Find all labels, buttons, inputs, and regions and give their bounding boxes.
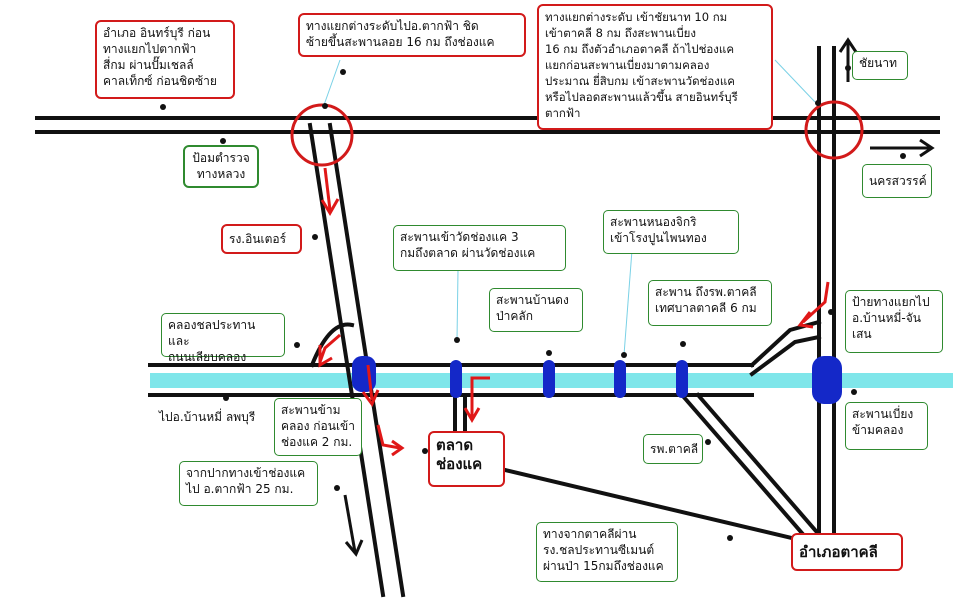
branch-road-b	[749, 334, 822, 377]
dot-chainat	[845, 65, 851, 71]
bridge-hosp	[676, 360, 688, 398]
label-nakhonsawan: นครสวรรค์	[862, 164, 932, 198]
label-chainat: ชัยนาท	[852, 51, 908, 80]
route-arrow-down-head	[320, 198, 340, 216]
dot-jct-takfa-2	[322, 103, 328, 109]
dot-nakhonsawan	[900, 153, 906, 159]
bridge-bandong	[543, 360, 555, 398]
label-sign-bannhi: ป้ายทางแยกไป อ.บ้านหมี่-จันเสน	[845, 290, 943, 353]
route-turn-left	[318, 333, 341, 363]
junction-circle-chainat	[804, 100, 864, 160]
dot-from-takhli	[727, 535, 733, 541]
junction-curve	[309, 322, 355, 368]
leader-br-wat	[456, 269, 459, 341]
dot-br-wat	[454, 337, 460, 343]
route-from-chainat	[801, 281, 830, 324]
label-bridge-nong: สะพานหนองจิกริ เข้าโรงปูนไพนทอง	[603, 210, 739, 254]
label-rp-takhli: รพ.ตาคลี	[643, 434, 703, 464]
dot-to-bannhi	[223, 395, 229, 401]
route-turn-market	[376, 424, 401, 450]
label-from-mouth: จากปากทางเข้าช่องแค ไป อ.ตากฟ้า 25 กม.	[179, 461, 318, 506]
dot-canal-road	[294, 342, 300, 348]
dot-jct-chainat	[815, 100, 821, 106]
dot-rp-takhli	[705, 439, 711, 445]
label-from-takhli: ทางจากตาคลีผ่าน รง.ชลประทานซีเมนต์ ผ่านป…	[536, 522, 678, 582]
dot-jct-takfa	[340, 69, 346, 75]
label-canal-road: คลองชลประทาน และ ถนนเลียบคลอง	[161, 313, 285, 364]
bridge-wat	[450, 360, 462, 398]
callout-inburi: อำเภอ อินทร์บุรี ก่อน ทางแยกไปตากฟ้า สี่…	[95, 20, 235, 99]
bridge-bend	[812, 356, 842, 404]
dot-inburi	[160, 104, 166, 110]
label-amphoe-takhli: อำเภอตาคลี	[791, 533, 903, 571]
south-arrow-shaft	[343, 494, 357, 553]
dot-market	[422, 448, 428, 454]
route-turn-market-head	[391, 439, 405, 457]
takhli-road-a	[502, 467, 803, 543]
label-market: ตลาด ช่องแค	[428, 431, 505, 487]
label-bridge-bend: สะพานเบี่ยง ข้ามคลอง	[845, 402, 928, 450]
south-arrow-head	[344, 539, 364, 557]
dot-br-bend	[851, 389, 857, 395]
label-hosp-inter: รง.อินเตอร์	[221, 224, 302, 254]
dot-br-nong	[621, 352, 627, 358]
label-police: ป้อมตำรวจ ทางหลวง	[183, 145, 259, 188]
dot-br-hosp	[680, 341, 686, 347]
dot-hosp-inter	[312, 234, 318, 240]
north-arrow-head	[838, 37, 858, 53]
takhli-road-c	[695, 392, 825, 541]
dot-br-bandong	[546, 350, 552, 356]
callout-junction-takfa: ทางแยกต่างระดับไปอ.ตากฟ้า ชิด ซ้ายขึ้นสะ…	[298, 13, 526, 57]
leader-jct-chainat	[774, 59, 816, 103]
label-bridge-hosp: สะพาน ถึงรพ.ตาคลี เทศบาลตาคลี 6 กม	[648, 280, 772, 326]
branch-road-a	[749, 319, 822, 368]
label-bridge-cross: สะพานข้าม คลอง ก่อนเข้า ช่องแค 2 กม.	[274, 398, 362, 456]
route-arrow-bridge-head	[361, 389, 380, 407]
route-market-down-head	[463, 407, 481, 423]
takfa-road-left	[307, 122, 386, 598]
east-arrow-head	[919, 138, 935, 158]
dot-from-mouth	[334, 485, 340, 491]
route-arrow-bridge	[366, 364, 374, 401]
dot-police	[220, 138, 226, 144]
label-to-bannhi: ไปอ.บ้านหมี่ ลพบุรี	[159, 410, 256, 424]
route-market-down	[470, 376, 490, 418]
bridge-main	[352, 356, 376, 392]
leader-br-nong	[623, 249, 633, 356]
dot-sign-bannhi	[828, 309, 834, 315]
route-turn-left-head	[318, 345, 333, 368]
label-bridge-bandong: สะพานบ้านดง ป่าคลัก	[489, 288, 583, 332]
bridge-nong	[614, 360, 626, 398]
callout-junction-chainat: ทางแยกต่างระดับ เข้าชัยนาท 10 กม เข้าตาค…	[537, 4, 773, 130]
label-bridge-wat: สะพานเข้าวัดช่องแค 3 กมถึงตลาด ผ่านวัดช่…	[393, 225, 566, 271]
route-from-chainat-head	[797, 311, 814, 329]
leader-jct-takfa	[323, 59, 341, 106]
takhli-road-b	[679, 392, 811, 543]
junction-circle-takfa	[290, 103, 354, 167]
route-arrow-down	[323, 167, 332, 211]
